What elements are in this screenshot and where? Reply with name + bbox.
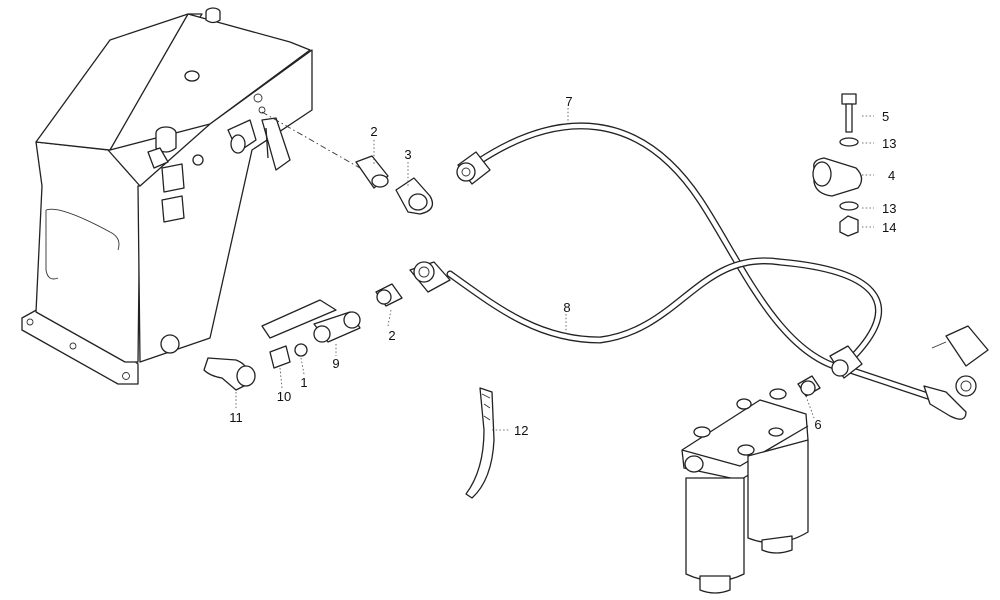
callout-9: 9 [332, 356, 339, 371]
bracket-4-assembly [812, 93, 863, 237]
callout-13-lower: 13 [882, 201, 896, 216]
elbow-3 [395, 177, 434, 215]
hose-8 [409, 257, 882, 379]
callout-6: 7 [565, 94, 572, 109]
callout-12: 12 [514, 423, 528, 438]
callout-10: 10 [277, 389, 291, 404]
callout-4: 4 [888, 168, 895, 183]
strap-12 [465, 387, 495, 499]
callout-13-upper: 13 [882, 136, 896, 151]
clamp-right [931, 325, 989, 367]
callout-8: 8 [563, 300, 570, 315]
callout-3: 3 [404, 147, 411, 162]
callout-2-upper: 2 [370, 124, 377, 139]
fuel-filter-assembly [681, 388, 809, 594]
valve-9 [261, 299, 361, 343]
callout-11: 11 [229, 410, 243, 425]
callout-5: 5 [882, 109, 889, 124]
fitting-7 [797, 375, 821, 397]
fitting-2-upper [355, 155, 389, 189]
callout-1: 1 [300, 375, 307, 390]
callout-2-lower: 2 [388, 328, 395, 343]
fuel-tank [21, 7, 361, 385]
callout-7: 6 [814, 417, 821, 432]
parts-1-10-11 [203, 343, 308, 391]
fitting-2-lower [375, 283, 403, 307]
hose-6 [456, 122, 977, 420]
callout-14: 14 [882, 220, 896, 235]
callout-leaders [235, 108, 874, 431]
callouts: 2 3 2 7 8 5 13 4 13 14 12 6 9 1 10 11 [229, 94, 896, 438]
